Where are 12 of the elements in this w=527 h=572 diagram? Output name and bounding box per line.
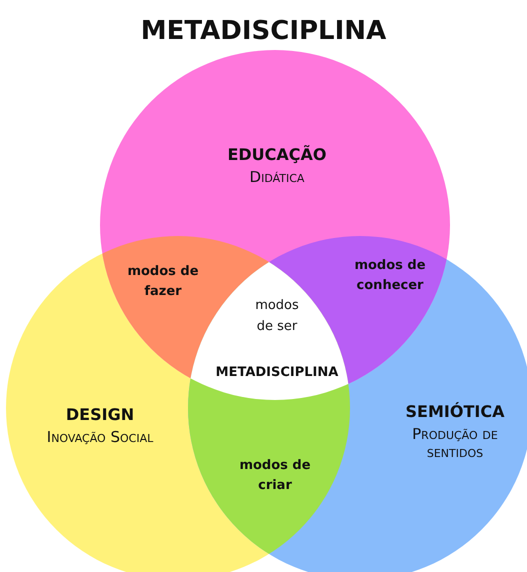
region-label: modos de conhecer	[353, 257, 427, 294]
region-subtitle: Produção de sentidos	[411, 425, 499, 461]
region-subtitle: Didática	[250, 168, 304, 186]
region-heading: DESIGN	[66, 405, 134, 424]
region-heading: METADISCIPLINA	[216, 364, 338, 382]
region-label: modos de criar	[238, 457, 312, 494]
region-label: modos de fazer	[126, 263, 200, 300]
region-text: modos de ser	[254, 297, 300, 336]
diagram-title: METADISCIPLINA	[140, 16, 388, 46]
region-heading: SEMIÓTICA	[406, 402, 504, 421]
region-subtitle: Inovação Social	[46, 428, 154, 446]
region-heading: EDUCAÇÃO	[227, 145, 327, 164]
